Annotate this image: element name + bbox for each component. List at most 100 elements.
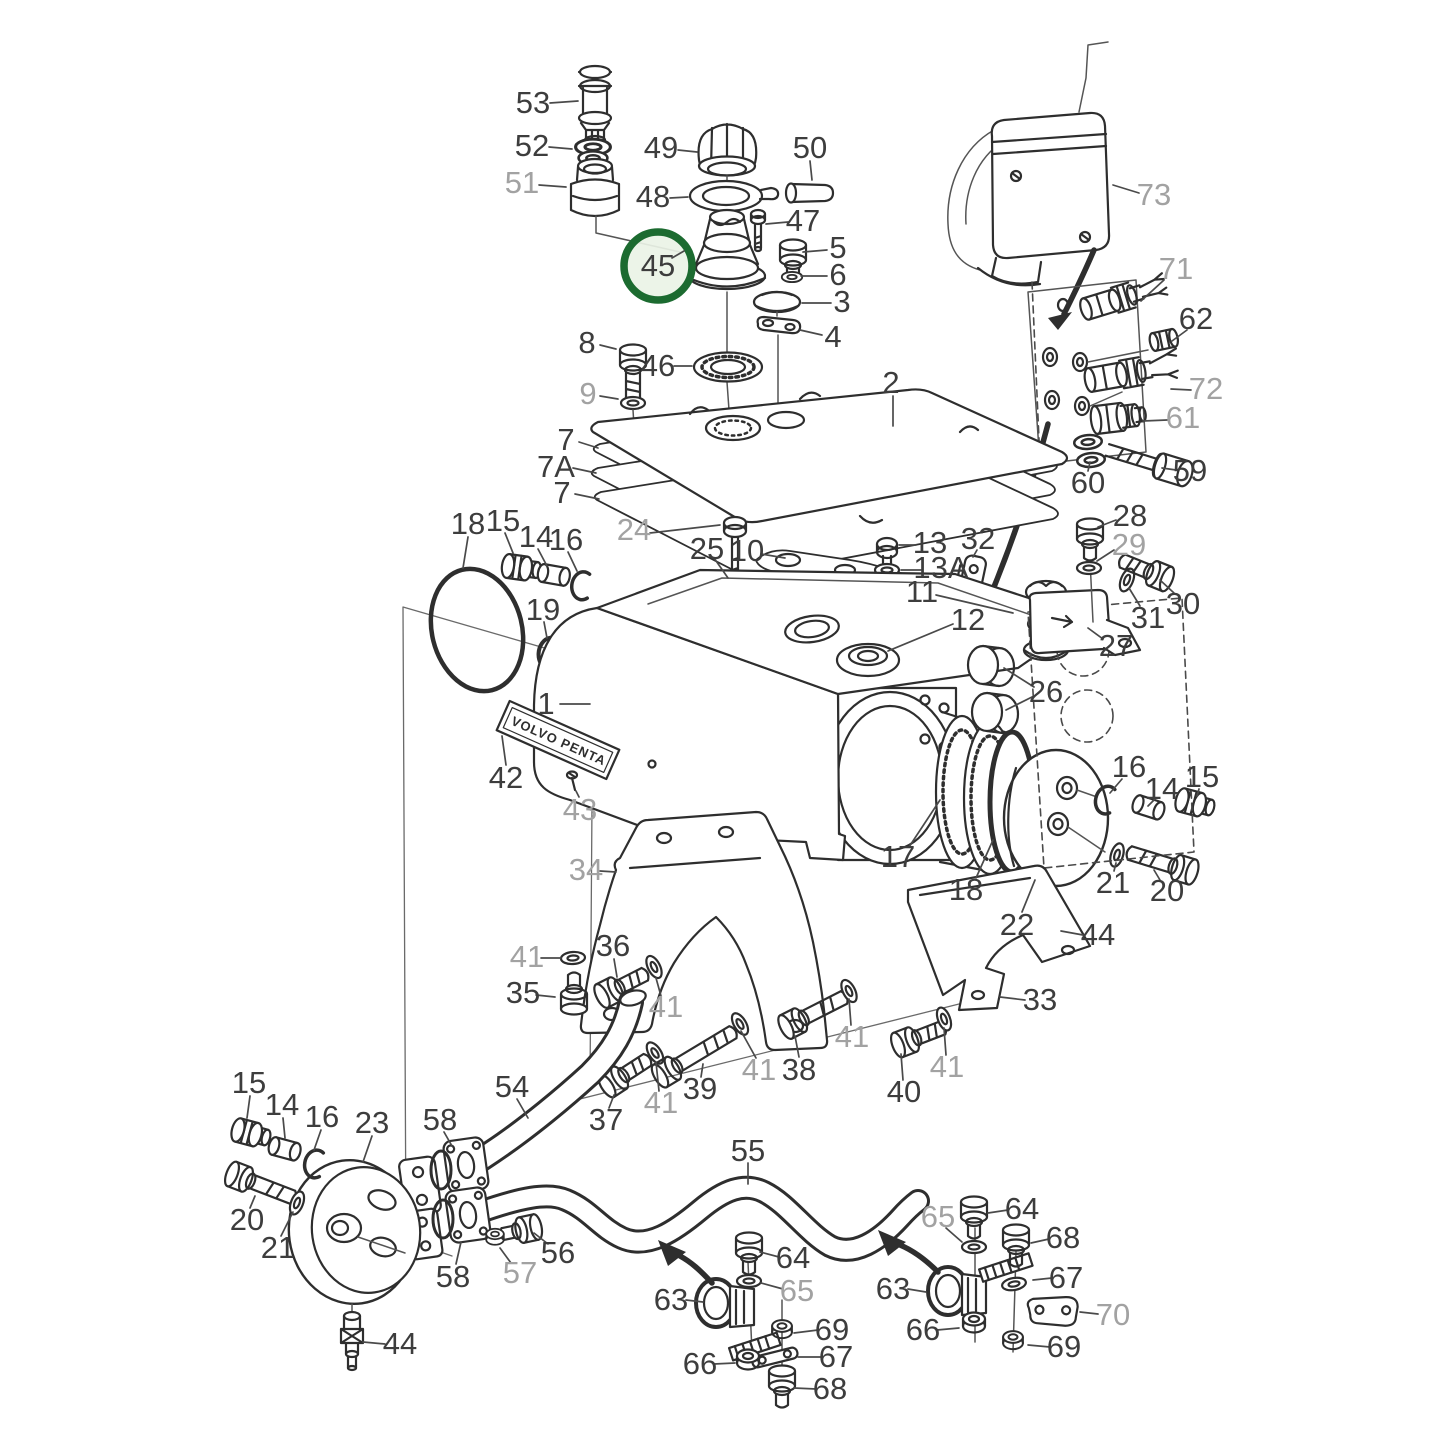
part-label-7A: 7A <box>537 449 575 484</box>
part-label-15: 15 <box>486 503 520 538</box>
part-label-41: 41 <box>649 989 683 1024</box>
part-label-16: 16 <box>549 522 583 557</box>
part-label-2: 2 <box>882 365 899 400</box>
part-label-68: 68 <box>813 1371 847 1406</box>
leader-line <box>543 621 548 639</box>
leader-line <box>713 1362 736 1365</box>
part-label-11: 11 <box>906 574 938 609</box>
cap-3 <box>752 290 802 314</box>
part-label-49: 49 <box>644 130 678 165</box>
part-label-25: 25 <box>690 531 724 566</box>
barrel-assembly <box>822 686 1110 899</box>
part-label-59: 59 <box>1173 453 1207 488</box>
leader-line <box>1096 549 1115 562</box>
flange-58-top <box>442 1136 490 1194</box>
part-label-30: 30 <box>1166 586 1200 621</box>
leader-line <box>685 1299 704 1303</box>
bolt-35 <box>561 973 587 1015</box>
leader-line <box>848 998 852 1026</box>
screw-24 <box>722 515 748 582</box>
washer-41d <box>727 1009 753 1039</box>
part-label-48: 48 <box>636 179 670 214</box>
sleeve-14-pump <box>265 1134 304 1163</box>
part-label-14: 14 <box>1145 771 1179 806</box>
sleeve-14-left <box>535 562 573 588</box>
part-label-69: 69 <box>815 1312 849 1347</box>
link-arm-70 <box>1026 1296 1079 1327</box>
leader-line <box>538 184 567 188</box>
leader-line <box>799 329 823 336</box>
part-label-54: 54 <box>495 1069 529 1104</box>
arrow-right <box>878 1230 941 1275</box>
washer-65-right <box>960 1239 988 1255</box>
leader-line <box>935 594 1014 614</box>
leader-line <box>1087 627 1104 640</box>
part-label-26: 26 <box>1029 674 1063 709</box>
leader-line <box>516 1098 529 1119</box>
leader-line <box>907 1288 927 1293</box>
part-label-19: 19 <box>526 592 560 627</box>
washer-29 <box>1075 560 1103 576</box>
part-label-8: 8 <box>578 325 595 360</box>
part-label-7: 7 <box>557 422 574 457</box>
part-label-13A: 13A <box>913 550 968 585</box>
washer-65-left <box>735 1273 763 1289</box>
leader-line <box>1097 519 1117 528</box>
leader-line <box>765 221 789 225</box>
nut-66-right <box>961 1311 987 1334</box>
leader-line <box>759 1251 780 1258</box>
leader-line <box>900 1053 904 1081</box>
leader-line <box>455 1241 462 1265</box>
part-label-10: 10 <box>730 533 764 568</box>
pump-cover-23 <box>287 1158 422 1317</box>
part-label-42: 42 <box>489 760 523 795</box>
part-label-5: 5 <box>829 230 846 265</box>
washer-41a <box>559 950 587 966</box>
leader-line <box>1161 467 1177 471</box>
part-label-17: 17 <box>881 839 915 874</box>
leader-line <box>249 1195 256 1209</box>
part-label-45: 45 <box>641 248 675 283</box>
part-label-12: 12 <box>951 602 985 637</box>
part-label-14: 14 <box>265 1087 299 1122</box>
electrical-box-73 <box>976 111 1111 287</box>
part-label-23: 23 <box>355 1105 389 1140</box>
part-label-41: 41 <box>644 1085 678 1120</box>
part-label-41: 41 <box>742 1052 776 1087</box>
leader-line <box>1027 1344 1051 1348</box>
temp-sensor-71 <box>1079 272 1169 321</box>
temp-sensor-72 <box>1083 347 1179 393</box>
leader-line <box>499 1247 512 1264</box>
snap-ring-16-left <box>568 568 593 603</box>
leader-line <box>599 395 619 400</box>
part-label-4: 4 <box>824 319 841 354</box>
leader-line <box>671 250 685 259</box>
part-label-20: 20 <box>230 1202 264 1237</box>
leader-line <box>1032 1277 1053 1281</box>
part-label-18: 18 <box>451 506 485 541</box>
part-label-40: 40 <box>887 1074 921 1109</box>
leader-line <box>282 1117 286 1139</box>
pressure-valve-53 <box>577 64 613 146</box>
sensor-panel <box>1027 279 1149 465</box>
part-label-64: 64 <box>776 1240 810 1275</box>
washer-9 <box>619 395 647 411</box>
leader-line <box>578 441 599 449</box>
part-label-21: 21 <box>261 1230 295 1265</box>
part-label-31: 31 <box>1131 600 1165 635</box>
part-label-70: 70 <box>1096 1297 1130 1332</box>
bracket-33 <box>906 864 1092 1012</box>
bolt-56 <box>498 1213 544 1247</box>
washer-6 <box>780 270 804 284</box>
leader-line <box>887 623 954 652</box>
leader-line <box>975 839 994 879</box>
part-label-35: 35 <box>506 975 540 1010</box>
leader-line <box>443 1131 453 1147</box>
plug-61 <box>1089 401 1147 436</box>
part-label-44: 44 <box>383 1326 417 1361</box>
leader-line <box>1087 461 1091 472</box>
part-label-67: 67 <box>819 1339 853 1374</box>
leader-line <box>362 1135 373 1163</box>
